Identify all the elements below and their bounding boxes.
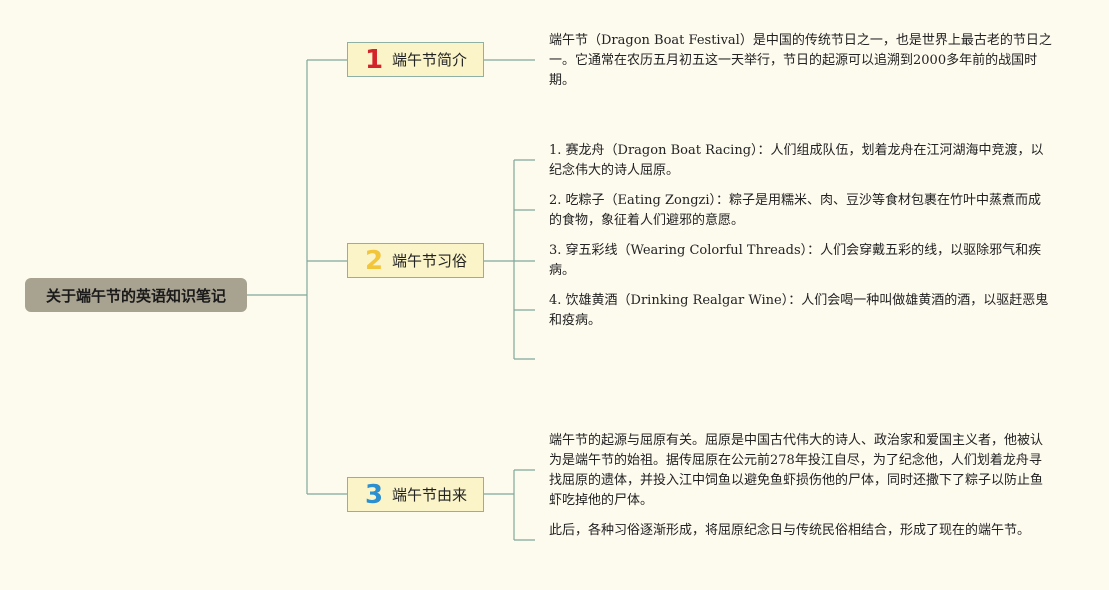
topic-introduction[interactable]: 1 端午节简介 [347, 42, 484, 77]
number-one-icon: 1 [364, 44, 384, 75]
note-custom-colorful-threads[interactable]: 3. 穿五彩线（Wearing Colorful Threads）：人们会穿戴五… [549, 243, 1042, 278]
topic-label: 端午节由来 [392, 486, 468, 504]
note-custom-zongzi[interactable]: 2. 吃粽子（Eating Zongzi）：粽子是用糯米、肉、豆沙等食材包裹在竹… [549, 193, 1042, 228]
note-origin-qu-yuan[interactable]: 端午节的起源与屈原有关。屈原是中国古代伟大的诗人、政治家和爱国主义者，他被认为是… [549, 433, 1044, 508]
note-custom-dragon-boat[interactable]: 1. 赛龙舟（Dragon Boat Racing）：人们组成队伍，划着龙舟在江… [549, 143, 1044, 178]
note-introduction[interactable]: 端午节（Dragon Boat Festival）是中国的传统节日之一，也是世界… [549, 33, 1052, 88]
number-three-icon: 3 [364, 479, 384, 510]
topic-label: 端午节习俗 [392, 252, 468, 270]
note-custom-realgar-wine[interactable]: 4. 饮雄黄酒（Drinking Realgar Wine）：人们会喝一种叫做雄… [549, 293, 1049, 328]
root-topic-label: 关于端午节的英语知识笔记 [45, 286, 226, 305]
number-two-icon: 2 [364, 245, 384, 276]
topic-label: 端午节简介 [392, 51, 468, 69]
topic-origin[interactable]: 3 端午节由来 [347, 477, 484, 512]
root-topic[interactable]: 关于端午节的英语知识笔记 [25, 278, 247, 312]
note-origin-customs-formed[interactable]: 此后，各种习俗逐渐形成，将屈原纪念日与传统民俗相结合，形成了现在的端午节。 [549, 523, 1031, 538]
topic-customs[interactable]: 2 端午节习俗 [347, 243, 484, 278]
